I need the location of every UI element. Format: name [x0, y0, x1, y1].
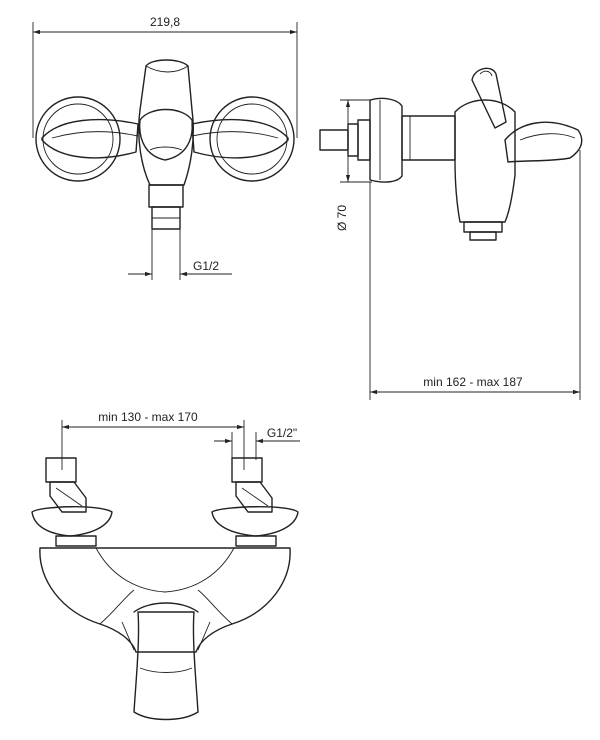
mixer-body — [138, 59, 194, 230]
front-view: 219,8 G1/2 — [32, 15, 298, 280]
dim-center-distance: min 130 - max 170 — [98, 410, 198, 424]
left-rosette — [35, 96, 121, 182]
bottom-view: min 130 - max 170 G1/2" — [31, 410, 300, 721]
side-view: Ø 70 min 162 - max 187 — [319, 67, 583, 400]
dim-thread-bottom: G1/2" — [267, 426, 297, 440]
dim-thread-front: G1/2 — [193, 259, 219, 273]
dim-overall-width: 219,8 — [150, 15, 180, 29]
mixer-body-bottom — [39, 547, 291, 721]
dim-rosette-diameter: Ø 70 — [335, 205, 349, 231]
dim-projection: min 162 - max 187 — [423, 375, 523, 389]
right-eccentric-connector — [211, 457, 299, 547]
right-rosette — [209, 96, 295, 182]
left-eccentric-connector — [31, 457, 113, 547]
